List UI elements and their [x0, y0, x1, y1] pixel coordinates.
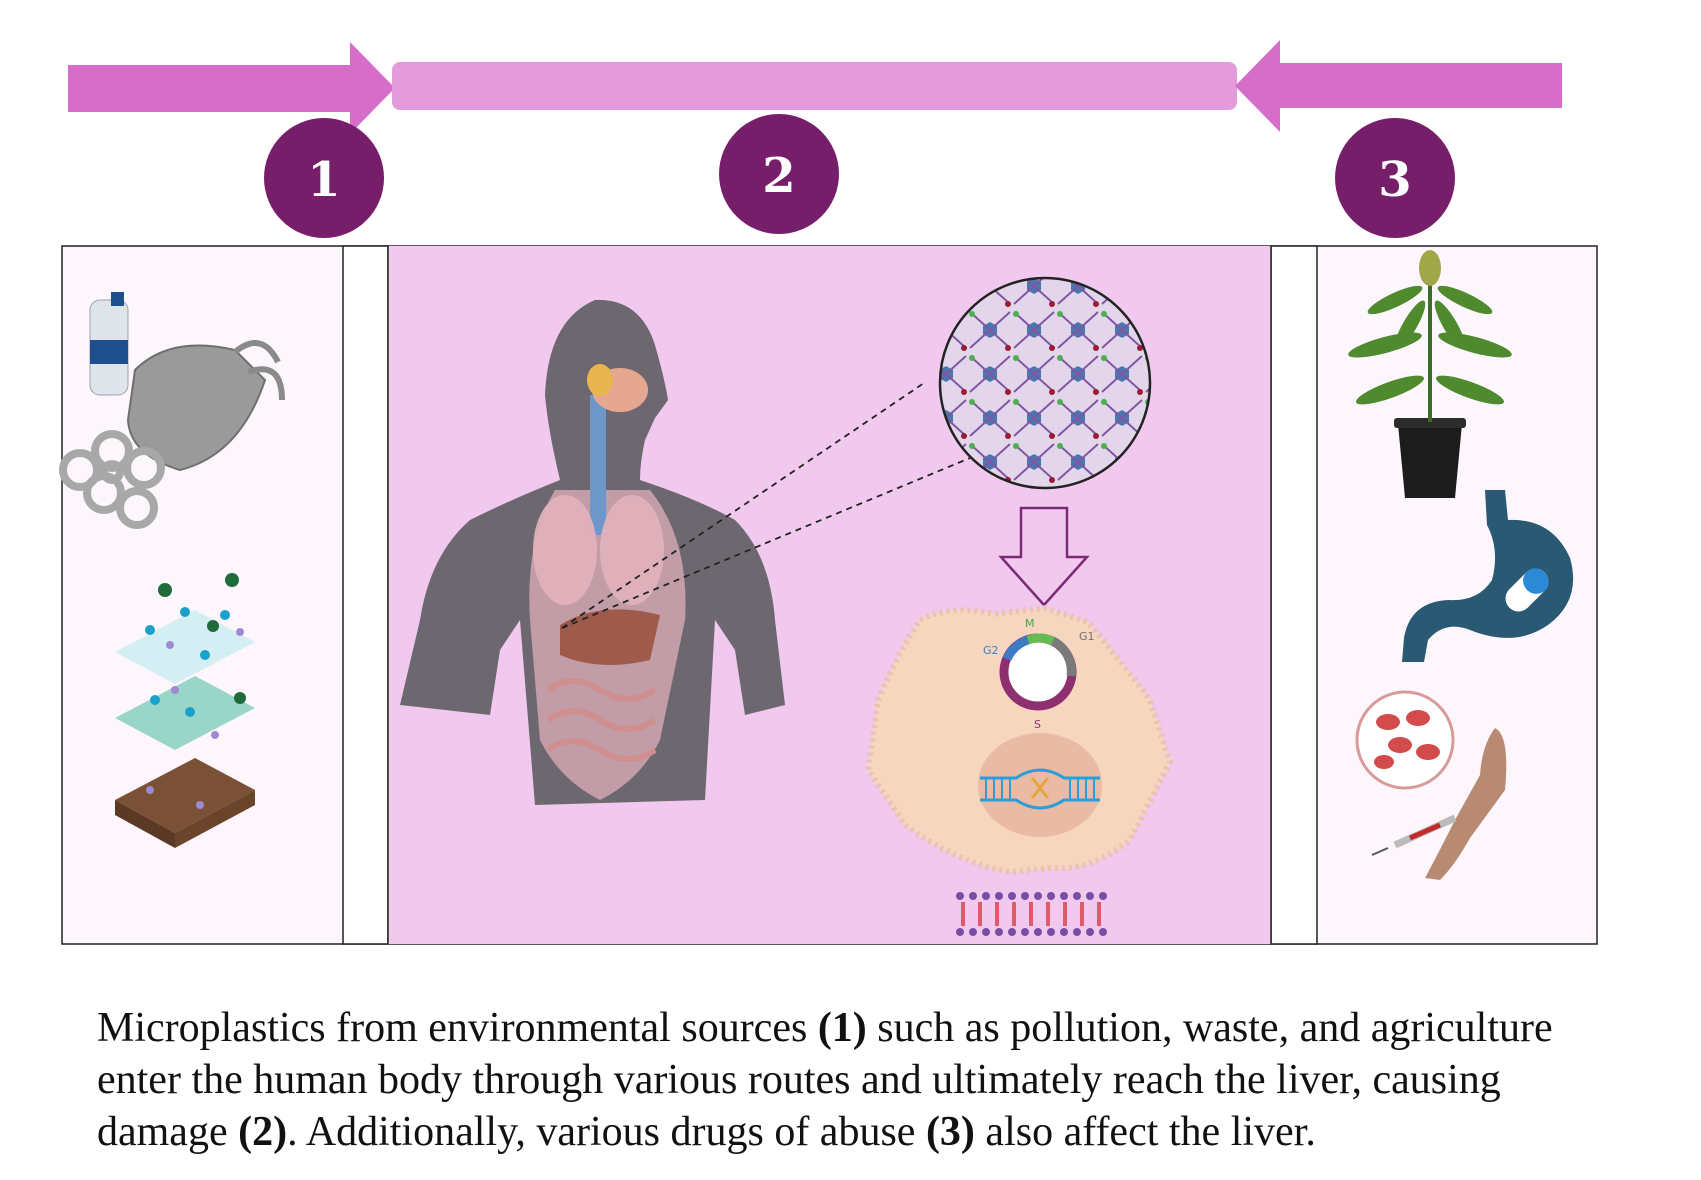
cannabis-plant-icon — [1348, 250, 1512, 498]
injection-arm-icon — [1355, 690, 1507, 880]
caption-text-1: Microplastics from environmental sources — [97, 1005, 818, 1051]
caption-ref-2: (2) — [238, 1109, 288, 1155]
caption-ref-3: (3) — [925, 1109, 975, 1155]
flow-arrow-1 — [68, 42, 395, 134]
flow-bar-2 — [392, 62, 1237, 110]
human-body-silhouette — [400, 299, 785, 805]
plastic-waste-icon — [59, 292, 285, 529]
microplastic-lattice-icon — [938, 276, 1152, 490]
step-circle-3: 3 — [1335, 118, 1455, 238]
svg-text:3: 3 — [1378, 152, 1411, 208]
dna-repair-icon — [980, 768, 1100, 810]
stomach-pill-icon — [1402, 490, 1574, 662]
liver-cell-icon: M G1 G2 S — [864, 604, 1174, 876]
svg-text:G2: G2 — [983, 644, 999, 657]
svg-text:G1: G1 — [1079, 630, 1095, 643]
figure-caption: Microplastics from environmental sources… — [97, 1002, 1637, 1158]
caption-text-2: such as pollution, waste, and agricultur… — [97, 1005, 1553, 1155]
step-circle-2: 2 — [719, 114, 839, 234]
down-arrow-icon — [998, 506, 1090, 607]
zoom-lines — [561, 382, 971, 629]
cell-cycle-icon: M G1 G2 S — [983, 617, 1095, 731]
step-circle-1: 1 — [264, 118, 384, 238]
svg-text:1: 1 — [307, 152, 340, 208]
svg-text:S: S — [1034, 718, 1041, 731]
intestines-outline — [546, 678, 657, 762]
membrane-bilayer-icon — [956, 892, 1107, 936]
svg-text:2: 2 — [762, 148, 795, 204]
flow-arrow-3 — [1235, 40, 1562, 132]
svg-text:M: M — [1025, 617, 1035, 630]
caption-text-3: . Additionally, various drugs of abuse — [287, 1109, 926, 1155]
soil-layers-icon — [115, 573, 255, 848]
caption-ref-1: (1) — [817, 1005, 867, 1051]
caption-text-4: also affect the liver. — [974, 1109, 1316, 1155]
